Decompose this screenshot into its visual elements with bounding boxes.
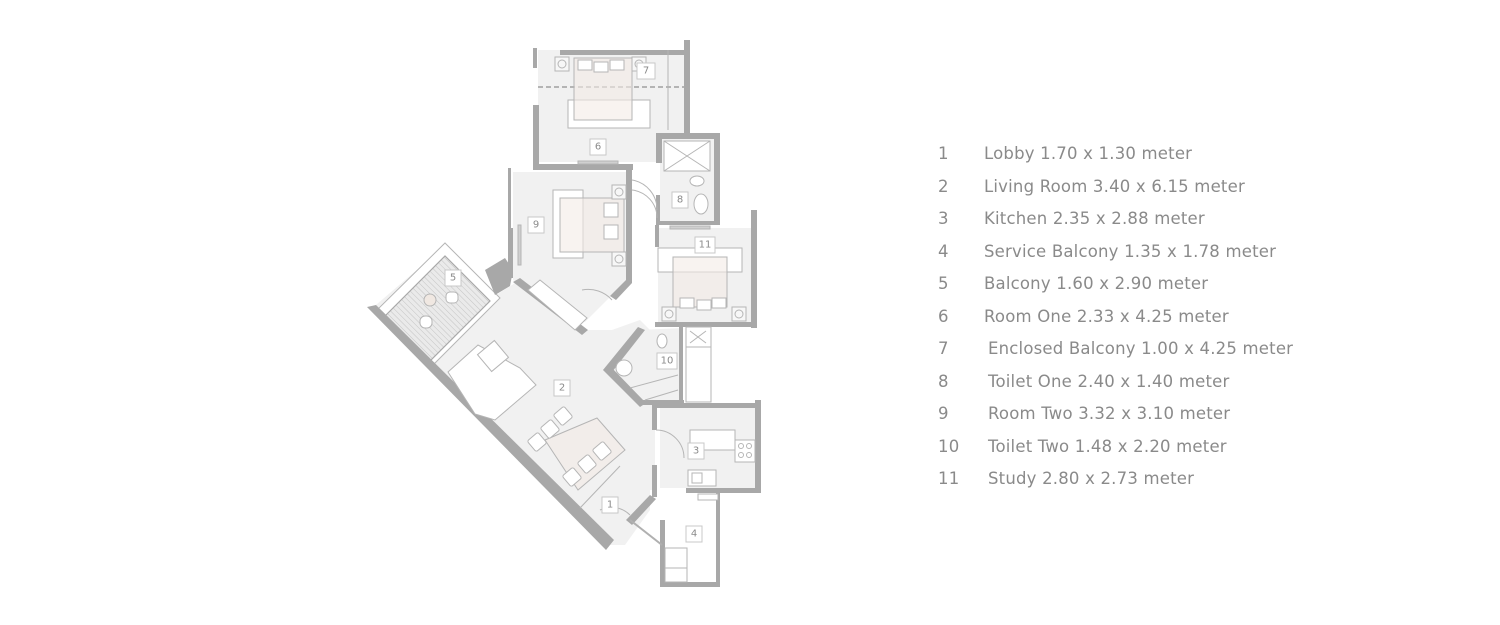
legend-label: Toilet Two 1.48 x 2.20 meter xyxy=(988,436,1227,456)
svg-text:1: 1 xyxy=(607,500,613,511)
legend-item-living-room: 2 Living Room 3.40 x 6.15 meter xyxy=(938,176,1358,209)
legend-label: Study 2.80 x 2.73 meter xyxy=(988,469,1195,488)
room-tag-7: 7 xyxy=(636,62,656,80)
legend-item-balcony: 5 Balcony 1.60 x 2.90 meter xyxy=(938,273,1358,306)
legend-number: 1 xyxy=(938,144,949,163)
legend-number: 9 xyxy=(938,404,949,423)
room-tag-5: 5 xyxy=(444,269,462,287)
legend-label: Kitchen 2.35 x 2.88 meter xyxy=(984,209,1205,228)
room-tag-6: 6 xyxy=(589,138,607,156)
fixtures xyxy=(447,50,756,583)
legend-label: Service Balcony 1.35 x 1.78 meter xyxy=(984,241,1277,261)
room-tag-9: 9 xyxy=(527,216,545,234)
legend-number: 4 xyxy=(938,241,949,261)
svg-text:10: 10 xyxy=(661,356,674,367)
legend-label: Room Two 3.32 x 3.10 meter xyxy=(988,404,1231,423)
svg-text:11: 11 xyxy=(699,240,712,251)
legend-item-enclosed-balcony: 7 Enclosed Balcony 1.00 x 4.25 meter xyxy=(938,338,1358,371)
legend-label: Living Room 3.40 x 6.15 meter xyxy=(984,176,1245,196)
svg-text:3: 3 xyxy=(693,446,699,457)
legend-number: 7 xyxy=(938,339,949,358)
svg-text:7: 7 xyxy=(643,66,649,77)
room-legend: 1 Lobby 1.70 x 1.30 meter 2 Living Room … xyxy=(938,143,1358,501)
legend-number: 10 xyxy=(938,436,960,456)
legend-number: 2 xyxy=(938,176,949,196)
svg-text:5: 5 xyxy=(450,273,456,284)
svg-text:9: 9 xyxy=(533,220,539,231)
room-tag-3: 3 xyxy=(687,442,705,460)
room-tag-8: 8 xyxy=(671,191,689,209)
legend-item-lobby: 1 Lobby 1.70 x 1.30 meter xyxy=(938,143,1358,176)
svg-text:6: 6 xyxy=(595,142,601,153)
legend-number: 3 xyxy=(938,209,949,228)
legend-label: Toilet One 2.40 x 1.40 meter xyxy=(988,371,1230,391)
room-tag-11: 11 xyxy=(694,236,716,254)
svg-text:2: 2 xyxy=(559,383,565,394)
legend-label: Room One 2.33 x 4.25 meter xyxy=(984,306,1229,326)
legend-item-toilet-one: 8 Toilet One 2.40 x 1.40 meter xyxy=(938,371,1358,404)
legend-label: Balcony 1.60 x 2.90 meter xyxy=(984,274,1209,293)
legend-item-room-one: 6 Room One 2.33 x 4.25 meter xyxy=(938,306,1358,339)
legend-number: 8 xyxy=(938,371,949,391)
legend-number: 5 xyxy=(938,274,949,293)
room-tag-10: 10 xyxy=(656,352,678,370)
legend-item-service-balcony: 4 Service Balcony 1.35 x 1.78 meter xyxy=(938,241,1358,274)
legend-item-room-two: 9 Room Two 3.32 x 3.10 meter xyxy=(938,403,1358,436)
legend-item-toilet-two: 10 Toilet Two 1.48 x 2.20 meter xyxy=(938,436,1358,469)
svg-text:4: 4 xyxy=(691,529,697,540)
room-tag-4: 4 xyxy=(685,525,703,543)
legend-label: Lobby 1.70 x 1.30 meter xyxy=(984,144,1193,163)
legend-label: Enclosed Balcony 1.00 x 4.25 meter xyxy=(988,339,1294,358)
room-tag-1: 1 xyxy=(601,496,619,514)
room-tags: 1 2 3 4 5 6 7 8 9 10 11 xyxy=(444,62,716,543)
legend-number: 11 xyxy=(938,469,960,488)
legend-item-study: 11 Study 2.80 x 2.73 meter xyxy=(938,468,1358,501)
legend-item-kitchen: 3 Kitchen 2.35 x 2.88 meter xyxy=(938,208,1358,241)
legend-number: 6 xyxy=(938,306,949,326)
svg-text:8: 8 xyxy=(677,195,683,206)
room-tag-2: 2 xyxy=(553,379,571,397)
